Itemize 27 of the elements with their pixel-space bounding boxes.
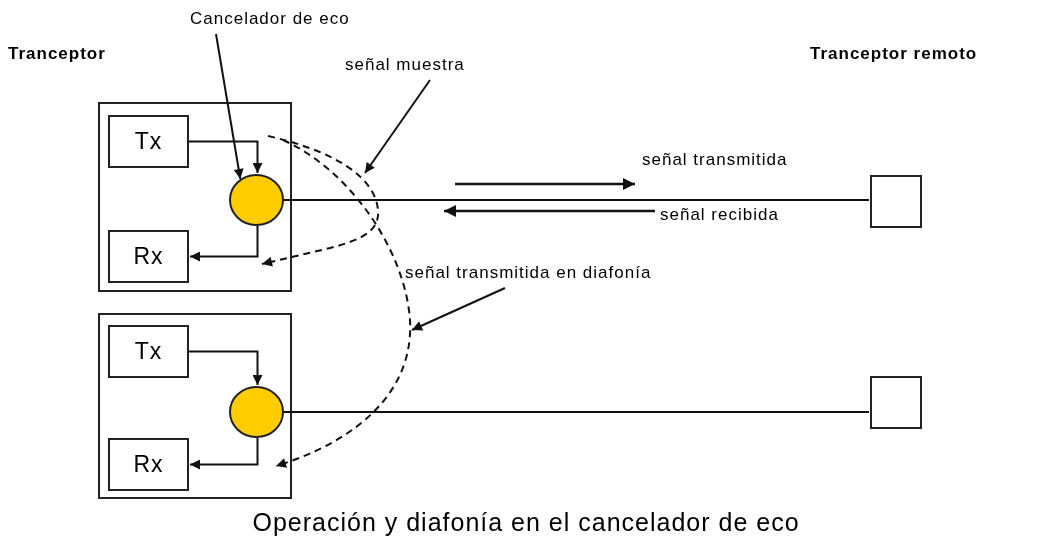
remote-transceiver-box bbox=[870, 175, 922, 228]
transceiver-box bbox=[98, 102, 292, 292]
caption: Operación y diafonía en el cancelador de eco bbox=[252, 508, 800, 536]
signal-label: señal recibida bbox=[660, 205, 779, 225]
signal-label: señal transmitida bbox=[642, 150, 788, 170]
arrow bbox=[189, 437, 259, 470]
line bbox=[283, 411, 870, 413]
block-box: Rx bbox=[108, 230, 189, 283]
block-box: Rx bbox=[108, 438, 189, 491]
remote-transceiver-box bbox=[870, 376, 922, 429]
echo-canceller-circle bbox=[229, 386, 284, 438]
callout-text: Cancelador de eco bbox=[190, 6, 390, 32]
arrow bbox=[188, 140, 263, 174]
leader-line bbox=[364, 79, 431, 174]
transceiver-box bbox=[98, 313, 292, 499]
heading-label: Tranceptor bbox=[8, 44, 106, 64]
block-box: Tx bbox=[108, 115, 189, 168]
line bbox=[283, 199, 870, 201]
leader-line bbox=[215, 33, 244, 180]
callout-text: señal transmitida en diafonía bbox=[405, 260, 765, 286]
heading-label: Tranceptor remoto bbox=[810, 44, 978, 64]
arrow bbox=[188, 350, 263, 386]
block-box: Tx bbox=[108, 325, 189, 378]
callout-text: señal muestra bbox=[345, 52, 495, 78]
echo-canceller-circle bbox=[229, 174, 284, 226]
leader-line bbox=[411, 287, 506, 331]
arrow bbox=[189, 225, 259, 262]
